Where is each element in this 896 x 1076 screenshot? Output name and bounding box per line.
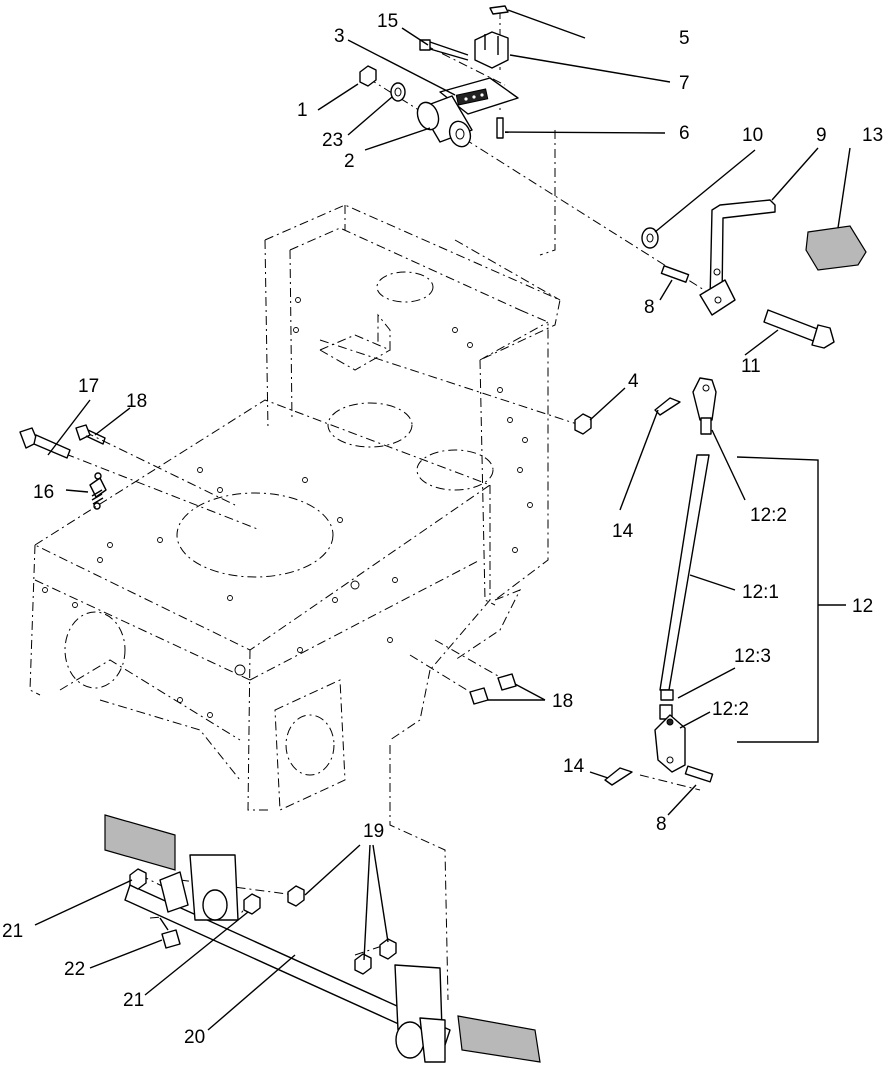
callout-12: 12 — [852, 596, 874, 617]
callout-14-top: 14 — [612, 521, 634, 542]
part-18-screw-left — [75, 424, 106, 445]
leader-lines — [34, 9, 851, 1031]
part-23-washer — [390, 82, 406, 102]
callout-18-right: 18 — [552, 691, 574, 712]
callout-17: 17 — [78, 376, 100, 397]
callout-15: 15 — [377, 11, 399, 32]
callout-7: 7 — [679, 73, 690, 94]
callout-23: 23 — [322, 130, 344, 151]
callout-16: 16 — [33, 482, 55, 503]
part-15-screw — [419, 39, 469, 61]
callout-22: 22 — [64, 959, 86, 980]
part-4-nut — [574, 413, 592, 435]
callout-21-right: 21 — [123, 990, 145, 1011]
part-5-pin — [489, 5, 509, 15]
callout-13: 13 — [862, 125, 884, 146]
part-9-lever — [699, 199, 776, 316]
part-21-nuts — [129, 868, 261, 915]
callout-4: 4 — [628, 371, 639, 392]
part-8-clevis-pin-top — [660, 265, 690, 283]
part-12-rod-assembly — [654, 377, 717, 773]
callout-3: 3 — [334, 26, 345, 47]
part-11-bolt — [763, 309, 835, 349]
callout-8-top: 8 — [644, 297, 655, 318]
callout-6: 6 — [679, 123, 690, 144]
callout-18-left: 18 — [126, 391, 148, 412]
callout-14-bottom: 14 — [563, 756, 585, 777]
frame-outline — [29, 204, 561, 1001]
part-13-handle-grip — [805, 225, 867, 271]
callout-10: 10 — [742, 125, 764, 146]
part-16-spring — [89, 472, 107, 510]
callout-1: 1 — [297, 100, 308, 121]
part-6-screw — [496, 117, 504, 139]
callout-5: 5 — [679, 28, 690, 49]
part-20-cross-shaft — [104, 814, 541, 1063]
callout-12-1: 12:1 — [742, 582, 779, 603]
callout-8-bottom: 8 — [656, 814, 667, 835]
part-8-clevis-pin-bottom — [684, 765, 714, 783]
part-7-bracket — [474, 31, 509, 69]
callout-20: 20 — [184, 1027, 206, 1048]
part-17-bolt — [19, 427, 71, 459]
callout-21-left: 21 — [2, 921, 24, 942]
callout-12-3: 12:3 — [734, 646, 771, 667]
part-1-nut — [359, 65, 377, 87]
callout-9: 9 — [816, 125, 827, 146]
part-2-pivot-tube — [416, 95, 473, 148]
part-22-bolt — [159, 917, 181, 949]
callout-12-2-bottom: 12:2 — [712, 699, 749, 720]
callout-12-2-top: 12:2 — [750, 505, 787, 526]
callout-2: 2 — [344, 151, 355, 172]
part-19-nuts — [287, 885, 397, 975]
callout-11: 11 — [741, 356, 761, 377]
part-10-washer — [641, 227, 659, 249]
part-14-cotter-pins — [604, 397, 681, 786]
callout-19: 19 — [363, 821, 385, 842]
